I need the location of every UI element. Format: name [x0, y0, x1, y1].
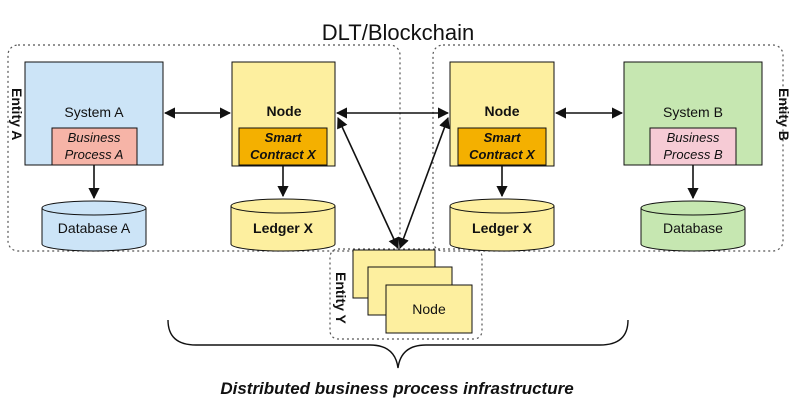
entity-y-boundary [329, 248, 483, 340]
node-b-label: Node [485, 103, 520, 119]
entity-y-node-front [385, 284, 473, 334]
smart-contract-b-box [457, 127, 547, 166]
business-process-b-line2: Process B [663, 147, 723, 162]
smart-contract-a-line2: Contract X [250, 147, 317, 162]
smart-contract-b-line2: Contract X [469, 147, 536, 162]
entity-a-label: Entity A [9, 88, 25, 140]
entity-y-label: Entity Y [333, 272, 349, 325]
diagram-caption: Distributed business process infrastruct… [220, 379, 573, 398]
system-a-label: System A [64, 104, 124, 120]
smart-contract-a-box [238, 127, 328, 166]
grouping-brace [167, 319, 629, 369]
smart-contract-a-line1: Smart [265, 130, 303, 145]
business-process-b-box [649, 127, 737, 166]
system-b-label: System B [663, 104, 723, 120]
business-process-a-box [51, 127, 138, 166]
entity-y-node-label: Node [412, 301, 446, 317]
smart-contract-b-line1: Smart [484, 130, 522, 145]
ledger-a-label: Ledger X [253, 220, 314, 236]
arrow-node-a-entity-y [337, 116, 399, 250]
node-a-label: Node [267, 103, 302, 119]
database-b [640, 200, 746, 252]
business-process-a-line2: Process A [65, 147, 124, 162]
ledger-b-label: Ledger X [472, 220, 533, 236]
database-a-label: Database A [58, 220, 131, 236]
arrow-node-b-entity-y [398, 116, 450, 250]
diagram-title: DLT/Blockchain [322, 20, 474, 45]
ledger-a [230, 198, 336, 252]
business-process-b-line1: Business [667, 130, 720, 145]
database-b-label: Database [663, 220, 723, 236]
database-a [41, 200, 147, 252]
entity-b-label: Entity B [776, 88, 792, 141]
ledger-b [449, 198, 555, 252]
business-process-a-line1: Business [68, 130, 121, 145]
